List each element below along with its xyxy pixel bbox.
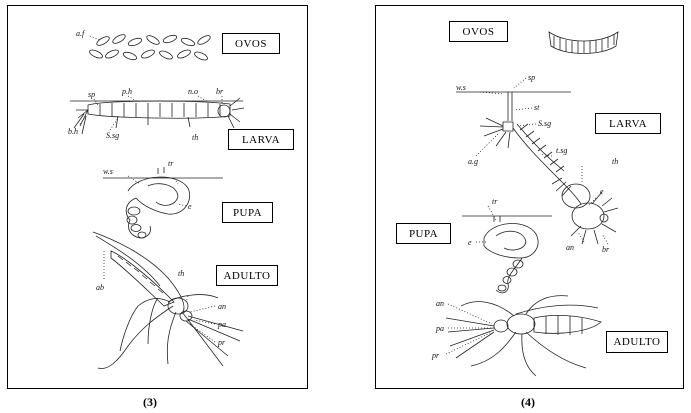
annotation: ab bbox=[96, 283, 104, 292]
annotation: br bbox=[602, 245, 610, 254]
annotation: e bbox=[600, 187, 604, 196]
annotation: w.s bbox=[456, 83, 466, 92]
panel-3-caption: (3) bbox=[143, 395, 157, 409]
annotation: b.h bbox=[68, 127, 78, 136]
annotation: p.h bbox=[121, 87, 132, 96]
stage-label-adult: ADULTO bbox=[606, 331, 668, 353]
stage-label-eggs: OVOS bbox=[449, 21, 508, 42]
panel-4-leaders bbox=[446, 78, 608, 354]
pupa-drawing bbox=[462, 216, 552, 293]
panel-4-anopheles-life-cycle: sp w.s st S.sg a.g t.sg th e an br tr e … bbox=[375, 5, 684, 389]
annotation: br bbox=[216, 87, 224, 96]
stage-label-pupa: PUPA bbox=[222, 202, 273, 223]
annotation: pa bbox=[217, 320, 226, 329]
eggs-drawing bbox=[88, 33, 211, 62]
adult-drawing bbox=[446, 296, 601, 376]
annotation: S.sg bbox=[538, 119, 551, 128]
annotation: tr bbox=[492, 197, 498, 206]
annotation: a.g bbox=[468, 157, 478, 166]
annotation: n.o bbox=[188, 87, 198, 96]
annotation: t.sg bbox=[556, 146, 567, 155]
annotation: a.f bbox=[76, 29, 86, 38]
annotation: an bbox=[218, 302, 226, 311]
stage-label-larva: LARVA bbox=[228, 129, 294, 150]
egg-raft-drawing bbox=[549, 32, 618, 54]
panel-3-culex-life-cycle: a.f sp p.h n.o br b.h S.sg th w.s tr e a… bbox=[7, 5, 308, 389]
annotation: st bbox=[534, 103, 540, 112]
annotation: tr bbox=[168, 159, 174, 168]
annotation: pr bbox=[217, 338, 226, 347]
annotation: an bbox=[566, 243, 574, 252]
annotation: S.sg bbox=[106, 131, 119, 140]
stage-label-pupa: PUPA bbox=[396, 223, 451, 244]
panel-4-caption: (4) bbox=[521, 395, 535, 409]
annotation: pa bbox=[435, 324, 444, 333]
annotation: th bbox=[612, 157, 618, 166]
panel-4-illustration: sp w.s st S.sg a.g t.sg th e an br tr e … bbox=[431, 6, 685, 390]
stage-label-adult: ADULTO bbox=[216, 265, 278, 286]
annotation: th bbox=[178, 269, 184, 278]
panel-3-leaders bbox=[80, 36, 222, 342]
pupa-drawing bbox=[103, 167, 223, 238]
annotation: e bbox=[188, 202, 192, 211]
larva-drawing bbox=[70, 98, 244, 134]
annotation: th bbox=[192, 133, 198, 142]
annotation: an bbox=[436, 299, 444, 308]
adult-drawing bbox=[93, 232, 243, 369]
panel-3-illustration: a.f sp p.h n.o br b.h S.sg th w.s tr e a… bbox=[68, 29, 309, 390]
annotation: e bbox=[468, 238, 472, 247]
annotation: pr bbox=[431, 351, 440, 360]
annotation: sp bbox=[528, 73, 535, 82]
annotation: w.s bbox=[103, 167, 113, 176]
stage-label-larva: LARVA bbox=[595, 113, 661, 134]
stage-label-eggs: OVOS bbox=[222, 33, 280, 54]
annotation: sp bbox=[88, 90, 95, 99]
larva-drawing bbox=[456, 92, 618, 244]
